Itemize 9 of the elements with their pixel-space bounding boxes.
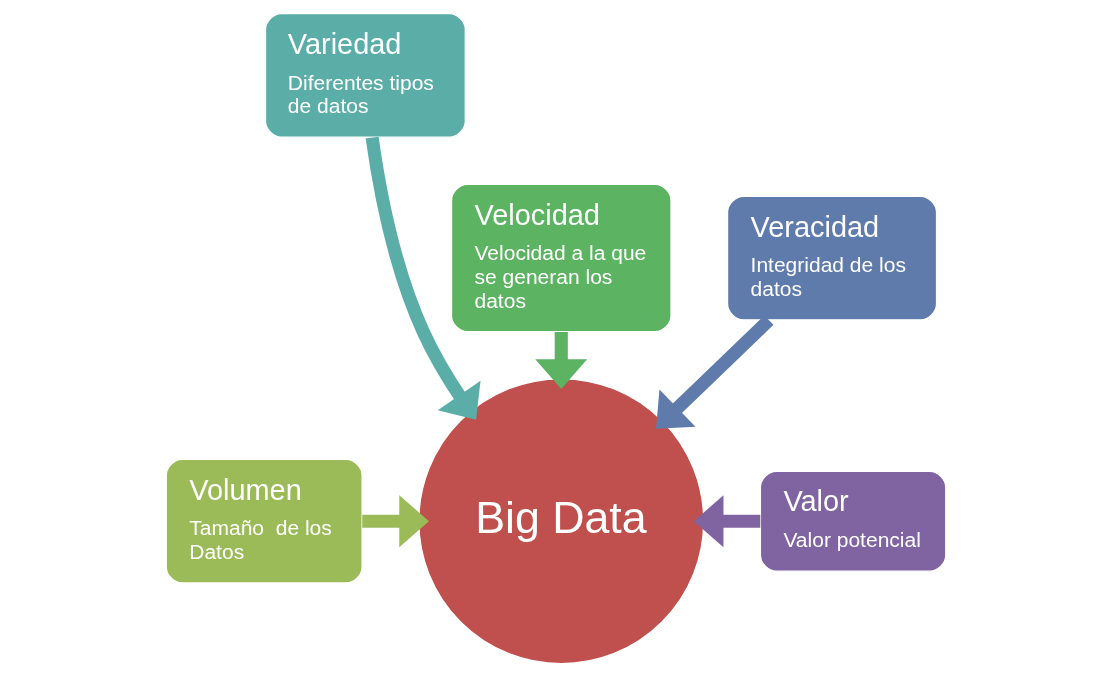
node-box: Veracidad Integridad de los datos: [726, 195, 937, 321]
node-box: Valor Valor potencial: [759, 470, 946, 572]
node-box: Variedad Diferentes tipos de datos: [264, 12, 466, 138]
arrow: [361, 495, 429, 548]
node-box: Volumen Tamaño de los Datos: [165, 458, 363, 584]
arrow: [693, 495, 760, 548]
arrow: [365, 136, 481, 420]
arrow: [534, 331, 587, 389]
node-box: Velocidad Velocidad a la que se generan los datos: [450, 183, 672, 333]
